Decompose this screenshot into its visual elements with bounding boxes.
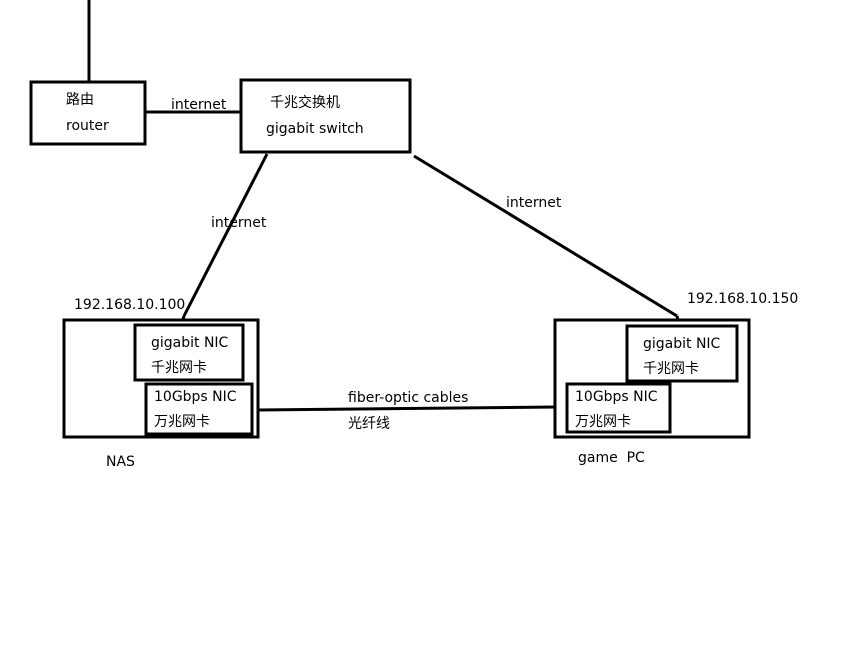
switch-pc-link-label: internet (506, 195, 562, 211)
nas-10g-nic-en: 10Gbps NIC (154, 389, 237, 405)
nas-gigabit-nic-en: gigabit NIC (151, 335, 229, 351)
nas-gigabit-nic-cn: 千兆网卡 (151, 360, 207, 376)
nas-ip: 192.168.10.100 (74, 297, 185, 313)
switch-nas-link-label: internet (211, 215, 267, 231)
router-label-cn: 路由 (66, 92, 94, 108)
nas-10g-nic-box (144, 382, 254, 436)
nas-name: NAS (106, 454, 135, 470)
nas-gigabit-nic-box (133, 323, 245, 382)
router-label-en: router (66, 118, 109, 134)
nas-10g-nic-cn: 万兆网卡 (154, 414, 210, 430)
pc-name: game PC (578, 450, 645, 466)
fiber-label-en: fiber-optic cables (348, 390, 468, 406)
pc-gigabit-nic-box (625, 324, 739, 383)
pc-gigabit-nic-en: gigabit NIC (643, 336, 721, 352)
switch-pc-line (413, 154, 678, 318)
pc-10g-nic-en: 10Gbps NIC (575, 389, 658, 405)
router-box (29, 80, 147, 146)
switch-nas-line (182, 153, 269, 317)
router-switch-link-label: internet (171, 97, 227, 113)
switch-label-cn: 千兆交换机 (270, 94, 340, 111)
pc-10g-nic-cn: 万兆网卡 (575, 414, 631, 430)
switch-label-en: gigabit switch (266, 121, 364, 137)
fiber-line (257, 405, 568, 412)
pc-10g-nic-box (565, 382, 672, 434)
pc-gigabit-nic-cn: 千兆网卡 (643, 361, 699, 377)
fiber-label-cn: 光纤线 (348, 416, 390, 432)
pc-ip: 192.168.10.150 (687, 291, 798, 307)
switch-box (239, 78, 412, 154)
